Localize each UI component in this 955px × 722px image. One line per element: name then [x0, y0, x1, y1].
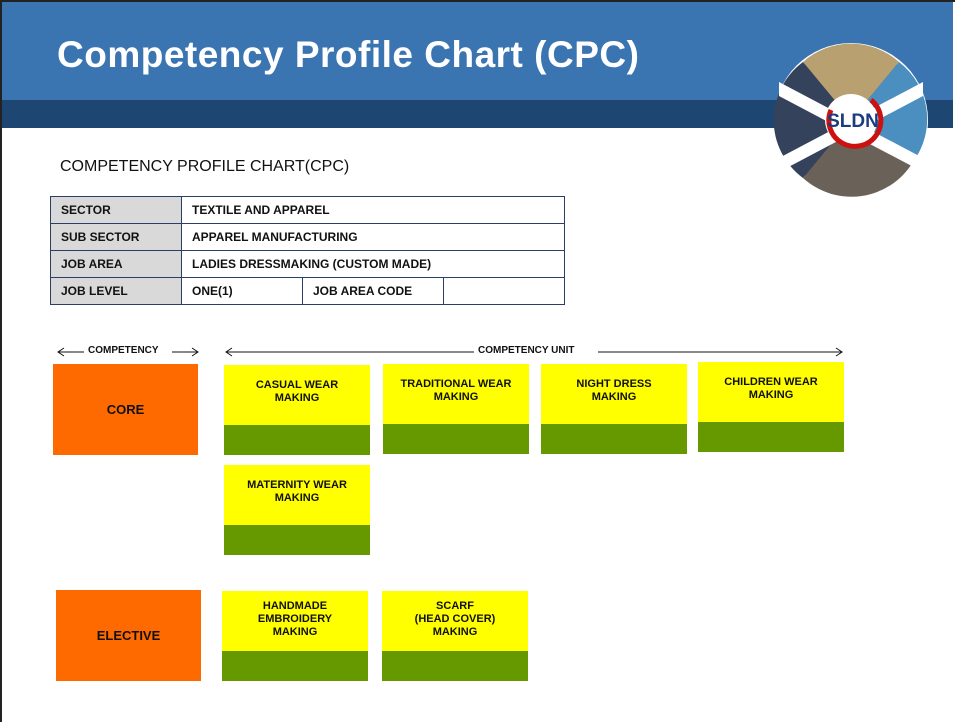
sector-value: TEXTILE AND APPAREL: [181, 196, 565, 224]
unit-footer: [222, 651, 368, 681]
unit-title: CHILDREN WEAR MAKING: [698, 362, 844, 422]
job-area-code-label: JOB AREA CODE: [302, 277, 444, 305]
sldn-logo: SLDN: [773, 43, 928, 197]
unit-card: NIGHT DRESS MAKING: [541, 364, 687, 454]
unit-card: HANDMADE EMBROIDERY MAKING: [222, 591, 368, 681]
job-info-table: SECTOR TEXTILE AND APPAREL SUB SECTOR AP…: [50, 196, 565, 305]
unit-card: MATERNITY WEAR MAKING: [224, 465, 370, 555]
core-category: CORE: [53, 364, 198, 455]
job-level-value: ONE(1): [181, 277, 303, 305]
sub-sector-label: SUB SECTOR: [50, 223, 182, 251]
unit-title: CASUAL WEAR MAKING: [224, 365, 370, 425]
job-area-value: LADIES DRESSMAKING (CUSTOM MADE): [181, 250, 565, 278]
unit-footer: [383, 424, 529, 454]
unit-footer: [698, 422, 844, 452]
unit-footer: [541, 424, 687, 454]
unit-footer: [224, 525, 370, 555]
unit-card: SCARF (HEAD COVER) MAKING: [382, 591, 528, 681]
unit-title: MATERNITY WEAR MAKING: [224, 465, 370, 525]
unit-card: CASUAL WEAR MAKING: [224, 365, 370, 455]
elective-category: ELECTIVE: [56, 590, 201, 681]
competency-unit-header: COMPETENCY UNIT: [474, 345, 579, 356]
table-row: SUB SECTOR APPAREL MANUFACTURING: [50, 223, 565, 251]
chart-subtitle: COMPETENCY PROFILE CHART(CPC): [60, 158, 350, 175]
competency-header: COMPETENCY: [84, 345, 163, 356]
unit-card: CHILDREN WEAR MAKING: [698, 362, 844, 452]
job-level-label: JOB LEVEL: [50, 277, 182, 305]
job-area-code-value: [443, 277, 565, 305]
sector-label: SECTOR: [50, 196, 182, 224]
table-row: JOB AREA LADIES DRESSMAKING (CUSTOM MADE…: [50, 250, 565, 278]
unit-title: TRADITIONAL WEAR MAKING: [383, 364, 529, 424]
unit-card: TRADITIONAL WEAR MAKING: [383, 364, 529, 454]
unit-title: HANDMADE EMBROIDERY MAKING: [222, 591, 368, 651]
job-area-label: JOB AREA: [50, 250, 182, 278]
slide-title: Competency Profile Chart (CPC): [57, 34, 640, 75]
unit-title: NIGHT DRESS MAKING: [541, 364, 687, 424]
table-row: JOB LEVEL ONE(1) JOB AREA CODE: [50, 277, 565, 305]
sub-sector-value: APPAREL MANUFACTURING: [181, 223, 565, 251]
logo-text: SLDN: [827, 111, 879, 132]
table-row: SECTOR TEXTILE AND APPAREL: [50, 196, 565, 224]
unit-footer: [382, 651, 528, 681]
unit-title: SCARF (HEAD COVER) MAKING: [382, 591, 528, 651]
unit-footer: [224, 425, 370, 455]
